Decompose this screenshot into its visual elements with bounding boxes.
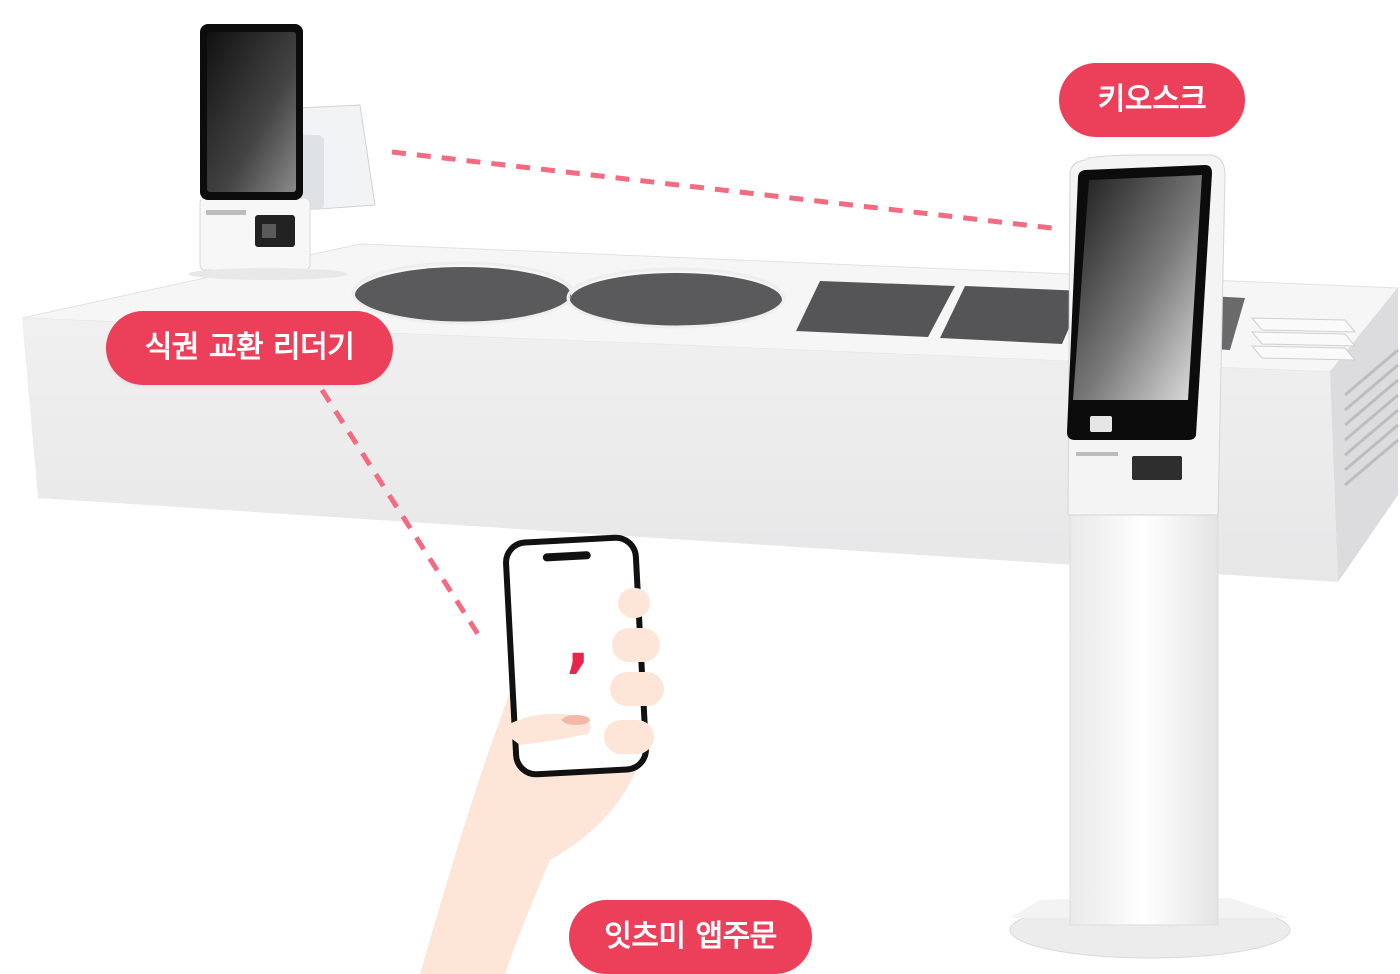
reader-device	[188, 24, 376, 280]
reader-tablet-screen	[207, 32, 296, 192]
reader-scanner-light	[262, 224, 276, 238]
counter-well-rect-1	[796, 281, 955, 337]
meal-ticket-reader-label: 식권 교환 리더기	[106, 311, 393, 385]
kiosk-pole	[1069, 509, 1219, 926]
kiosk-label: 키오스크	[1059, 63, 1245, 137]
thumb-nail	[562, 715, 590, 725]
counter-side-ribs	[1344, 348, 1399, 487]
counter	[21, 243, 1400, 582]
counter-well-round-2	[570, 273, 782, 327]
counter-side	[1330, 288, 1398, 582]
reader-foot	[188, 268, 348, 280]
kiosk-scanner	[1090, 416, 1112, 432]
counter-well-round-2-rim	[566, 267, 786, 329]
phone-notch	[542, 551, 591, 562]
connector-reader-to-kiosk	[391, 149, 1053, 231]
kiosk-card-slot	[1132, 456, 1182, 480]
eatsme-app-order-label: 잇츠미 앱주문	[569, 900, 812, 974]
counter-well-round-1-rim	[351, 261, 575, 325]
counter-well-rect-2	[940, 286, 1085, 344]
phone-app-logo-icon: ,	[566, 607, 590, 681]
reader-printer-slot	[206, 210, 246, 215]
counter-well-round-1	[355, 267, 571, 323]
hand-with-phone: ,	[420, 534, 664, 974]
kiosk-receipt-slot	[1076, 452, 1118, 456]
kiosk-device	[1009, 154, 1291, 959]
kiosk-screen	[1073, 175, 1202, 400]
counter-tray-stack	[1250, 317, 1357, 361]
